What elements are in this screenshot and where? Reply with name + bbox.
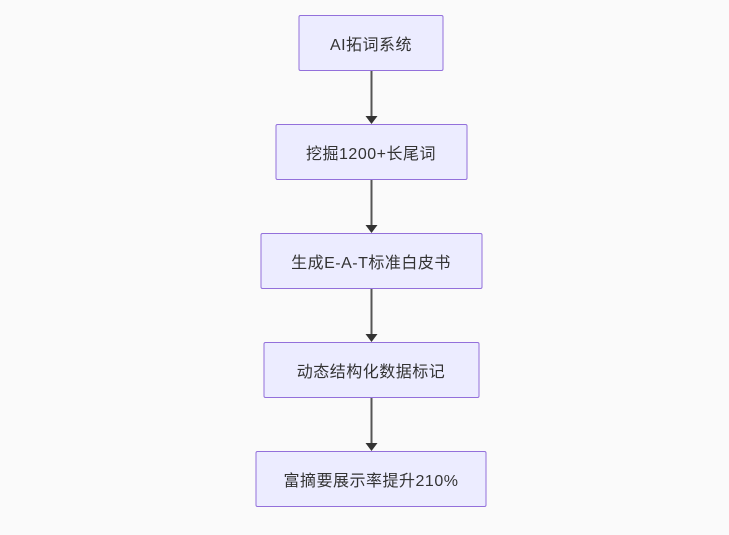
arrowhead-down-icon xyxy=(365,334,377,342)
flow-node-rich-snippet-result: 富摘要展示率提升210% xyxy=(255,451,487,507)
edge-line xyxy=(370,71,372,116)
edge-line xyxy=(370,289,372,334)
flow-edge xyxy=(365,289,377,342)
arrowhead-down-icon xyxy=(365,225,377,233)
flow-node-label: 生成E-A-T标准白皮书 xyxy=(291,255,451,272)
flow-node-label: 动态结构化数据标记 xyxy=(296,364,446,381)
flow-node-ai-word-expansion: AI拓词系统 xyxy=(298,15,444,71)
arrowhead-down-icon xyxy=(365,443,377,451)
flow-edge xyxy=(365,71,377,124)
flow-node-label: 挖掘1200+长尾词 xyxy=(306,146,436,163)
flow-node-label: 富摘要展示率提升210% xyxy=(283,473,459,490)
flow-node-structured-data: 动态结构化数据标记 xyxy=(263,342,479,398)
flow-node-longtail-mining: 挖掘1200+长尾词 xyxy=(275,124,467,180)
flow-edge xyxy=(365,180,377,233)
edge-line xyxy=(370,398,372,443)
flow-node-eat-whitepaper: 生成E-A-T标准白皮书 xyxy=(260,233,482,289)
arrowhead-down-icon xyxy=(365,116,377,124)
edge-line xyxy=(370,180,372,225)
flow-node-label: AI拓词系统 xyxy=(329,37,413,54)
flow-edge xyxy=(365,398,377,451)
flowchart: AI拓词系统 挖掘1200+长尾词 生成E-A-T标准白皮书 动态结构化数据标记… xyxy=(255,15,487,507)
